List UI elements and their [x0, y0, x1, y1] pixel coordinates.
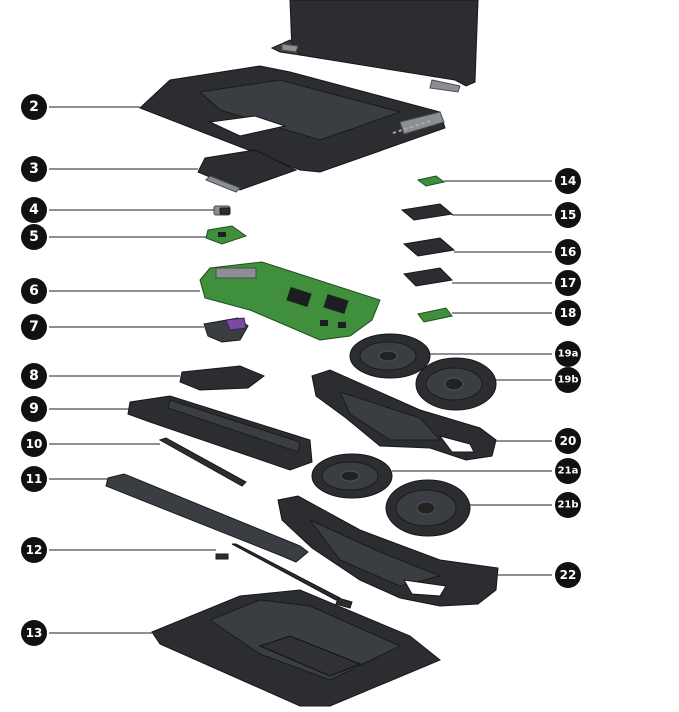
callout-label: 10: [26, 437, 43, 451]
memory-module-1: [400, 203, 454, 221]
memory-module-2: [402, 237, 456, 257]
callout-14: 14: [555, 168, 581, 194]
callout-21a: 21a: [555, 458, 581, 484]
display-assembly: [270, 0, 479, 93]
callout-10: 10: [21, 431, 47, 457]
callout-22: 22: [555, 562, 581, 588]
callout-21b: 21b: [555, 492, 581, 518]
small-board: [205, 225, 248, 245]
heat-sink-22: [277, 495, 499, 607]
callout-15: 15: [555, 202, 581, 228]
callout-9: 9: [21, 396, 47, 422]
callout-13: 13: [21, 620, 47, 646]
callout-3: 3: [21, 156, 47, 182]
callout-label: 9: [29, 401, 39, 417]
speaker-bar: [158, 437, 247, 487]
fan-19b: [415, 357, 497, 411]
callout-17: 17: [555, 270, 581, 296]
callout-11: 11: [21, 466, 47, 492]
touchpad: [197, 149, 298, 193]
battery: [127, 395, 313, 471]
antenna-strip: [215, 543, 353, 609]
callout-label: 19a: [558, 349, 579, 360]
ssd-module: [402, 267, 454, 287]
fan-19a: [349, 333, 431, 379]
callout-5: 5: [21, 224, 47, 250]
callout-label: 13: [26, 626, 43, 640]
callout-label: 19b: [557, 375, 578, 386]
callout-19b: 19b: [555, 367, 581, 393]
callout-4: 4: [21, 197, 47, 223]
callout-20: 20: [555, 428, 581, 454]
callout-label: 11: [26, 472, 43, 486]
callout-label: 12: [26, 543, 43, 557]
hinge-cover-strip: [105, 473, 309, 563]
callout-label: 2: [29, 99, 39, 115]
leader-lines: [49, 106, 552, 634]
callout-label: 4: [29, 202, 39, 218]
callout-label: 5: [29, 229, 39, 245]
system-board: [199, 261, 381, 341]
callout-6: 6: [21, 278, 47, 304]
callout-label: 20: [560, 434, 577, 448]
callout-label: 3: [29, 161, 39, 177]
wlan-module: [416, 175, 446, 187]
fan-21a: [311, 453, 393, 499]
io-bracket: [203, 317, 249, 343]
callout-2: 2: [21, 94, 47, 120]
fan-21b: [385, 479, 471, 537]
callout-label: 8: [29, 368, 39, 384]
callout-label: 16: [560, 245, 577, 259]
callout-label: 6: [29, 283, 39, 299]
callout-16: 16: [555, 239, 581, 265]
callout-label: 7: [29, 319, 39, 335]
callout-18: 18: [555, 300, 581, 326]
callout-label: 17: [560, 276, 577, 290]
callout-7: 7: [21, 314, 47, 340]
callout-label: 14: [560, 174, 577, 188]
callout-label: 21a: [558, 466, 579, 477]
small-panel: [179, 365, 265, 391]
callout-label: 22: [560, 568, 577, 582]
callout-label: 21b: [557, 500, 578, 511]
callout-8: 8: [21, 363, 47, 389]
callout-19a: 19a: [555, 341, 581, 367]
top-cover-keyboard: [139, 65, 446, 173]
small-io-board: [417, 307, 453, 323]
callout-12: 12: [21, 537, 47, 563]
heat-sink-20: [311, 369, 497, 461]
callout-label: 18: [560, 306, 577, 320]
small-bracket: [213, 205, 231, 216]
bottom-base-enclosure: [151, 589, 441, 707]
callout-label: 15: [560, 208, 577, 222]
